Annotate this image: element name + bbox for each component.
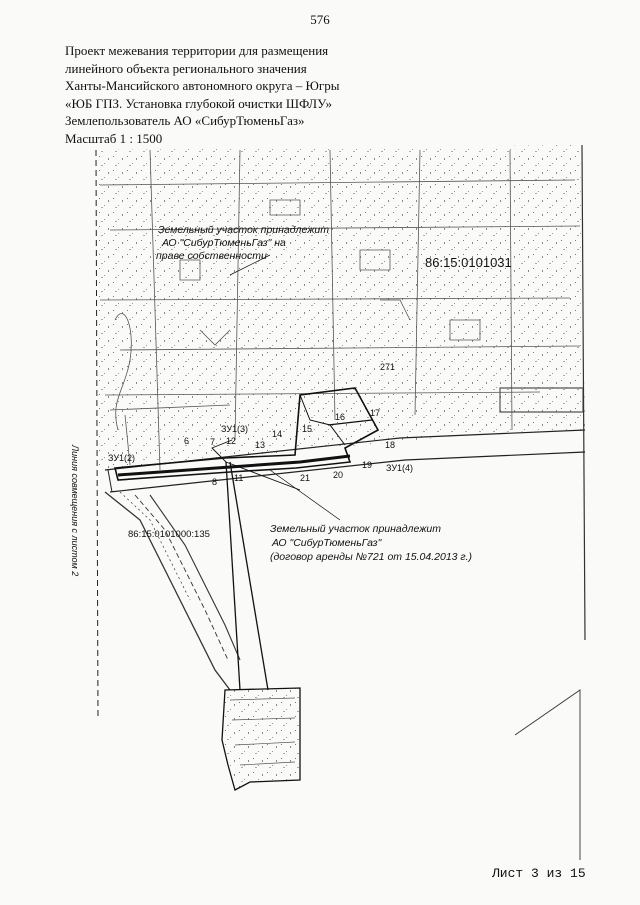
cadastral-parcel-number: 86:15:0101000:135	[128, 529, 210, 540]
facility-site	[221, 687, 301, 791]
sheet-join-line	[95, 149, 99, 721]
note-top-line-3: праве собственности	[156, 250, 267, 262]
point-label-20: 20	[333, 470, 343, 480]
boundary-point-labels: ЗУ1(2) ЗУ1(3) ЗУ1(4) 6 7 8 11 12 13 14 1…	[108, 362, 413, 487]
point-label-12: 12	[226, 436, 236, 446]
note-bottom-leader	[269, 469, 341, 521]
point-label-11: 11	[234, 473, 243, 483]
point-label-19: 19	[362, 460, 372, 470]
embankment	[104, 491, 241, 691]
point-label-8: 8	[212, 477, 217, 487]
note-top-line-2: АО "СибурТюменьГаз" на	[161, 237, 286, 249]
note-bottom-line-1: Земельный участок принадлежит	[270, 523, 441, 535]
point-label-13: 13	[255, 440, 265, 450]
point-label-15: 15	[302, 424, 312, 434]
parcel-label-zu1-3: ЗУ1(3)	[221, 424, 248, 434]
point-label-18: 18	[385, 440, 395, 450]
header-line-3: Ханты-Мансийского автономного округа – Ю…	[65, 78, 340, 93]
document-header: Проект межевания территории для размещен…	[65, 42, 385, 147]
page-number: 576	[310, 12, 330, 27]
point-label-6: 6	[184, 436, 189, 446]
sheet-counter: Лист 3 из 15	[492, 866, 586, 881]
note-bottom: Земельный участок принадлежит АО "СибурТ…	[270, 523, 472, 563]
header-line-1: Проект межевания территории для размещен…	[65, 43, 329, 58]
point-label-14: 14	[272, 429, 282, 439]
topographic-background	[95, 144, 586, 641]
note-bottom-line-3: (договор аренды №721 от 15.04.2013 г.)	[270, 551, 472, 563]
boundary-line-east	[514, 689, 581, 860]
header-line-5: Землепользователь АО «СибурТюменьГаз»	[65, 113, 305, 128]
parcel-boundary	[113, 387, 380, 481]
note-top: Земельный участок принадлежит АО "СибурТ…	[156, 224, 329, 262]
parcel-label-zu1-2: ЗУ1(2)	[108, 453, 135, 463]
parcel-label-zu1-4: ЗУ1(4)	[386, 463, 413, 473]
sheet-join-label: Линия совмещения с листом 2	[70, 444, 80, 576]
scale-line: Масштаб 1 : 1500	[65, 130, 163, 146]
point-label-271: 271	[380, 362, 395, 372]
cadastral-block-number: 86:15:0101031	[425, 255, 512, 270]
note-bottom-line-2: АО "СибурТюменьГаз"	[271, 537, 383, 549]
point-label-21: 21	[300, 473, 310, 483]
point-label-17: 17	[370, 408, 380, 418]
point-label-16: 16	[335, 412, 345, 422]
pipeline	[211, 439, 301, 691]
point-label-7: 7	[210, 437, 215, 447]
header-line-2: линейного объекта регионального значения	[65, 60, 307, 76]
header-line-4: «ЮБ ГПЗ. Установка глубокой очистки ШФЛУ…	[65, 95, 332, 111]
note-top-leader	[229, 254, 271, 276]
note-top-line-1: Земельный участок принадлежит	[158, 224, 329, 236]
